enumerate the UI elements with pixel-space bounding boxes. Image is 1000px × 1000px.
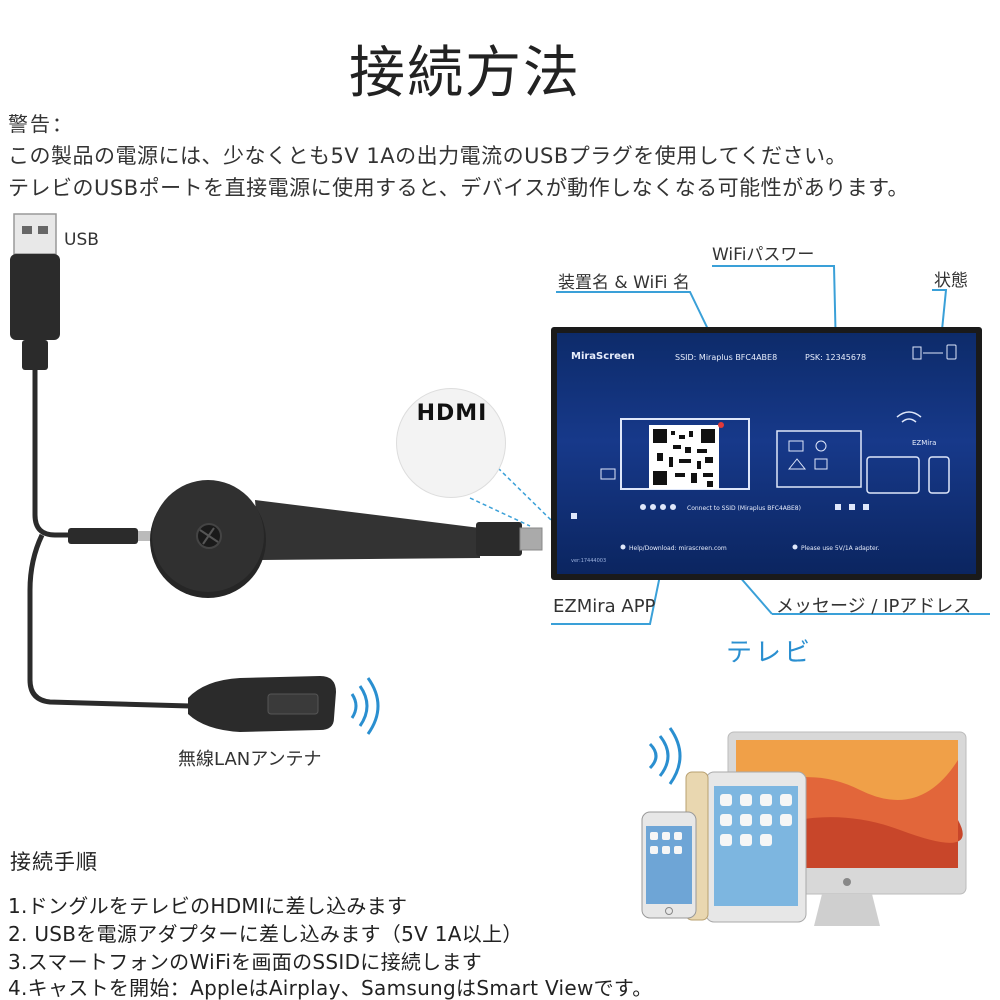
page-title: 接続方法 (349, 41, 581, 106)
tv-screen: MiraScreen SSID: Miraplus BFC4ABE8 PSK: … (557, 333, 976, 574)
device-name-label: 装置名 & WiFi 名 (558, 273, 690, 293)
ezmira-app-label: EZMira APP (553, 596, 656, 617)
tv-label: テレビ (726, 638, 814, 668)
usb-plug-icon (10, 213, 60, 370)
tv-psk: PSK: 12345678 (805, 353, 867, 362)
instruction-step: 2. USBを電源アダプターに差し込みます（5V 1A以上） (8, 922, 523, 946)
tv-version: ver:17444003 (571, 558, 607, 564)
usb-label: USB (64, 230, 99, 250)
status-label: 状態 (934, 271, 968, 291)
wireless-antenna-label: 無線LANアンテナ (178, 749, 322, 770)
warning-text-1: この製品の電源には、少なくとも5V 1Aの出力電流のUSBプラグを使用してくださ… (8, 144, 847, 168)
message-ip-label: メッセージ / IPアドレス (776, 596, 972, 617)
tv-notice-text: Please use 5V/1A adapter. (801, 545, 880, 552)
hdmi-badge: HDMI (396, 388, 506, 498)
wifi-password-label: WiFiパスワー (712, 245, 815, 265)
wifi-antenna-icon (188, 676, 380, 735)
instruction-step: 4.キャストを開始：AppleはAirplay、SamsungはSmart Vi… (8, 976, 653, 1000)
tv-ezmira: EZMira (912, 439, 937, 447)
warning-text-2: テレビのUSBポートを直接電源に使用すると、デバイスが動作しなくなる可能性があり… (8, 176, 910, 200)
instruction-step: 3.スマートフォンのWiFiを画面のSSIDに接続します (8, 950, 483, 974)
tv-connect-text: Connect to SSID (Miraplus BFC4ABE8) (687, 505, 801, 512)
warning-heading: 警告： (8, 112, 74, 136)
tv-ssid: SSID: Miraplus BFC4ABE8 (675, 353, 778, 362)
instruction-step: 1.ドングルをテレビのHDMIに差し込みます (8, 894, 408, 918)
tv-display: MiraScreen SSID: Miraplus BFC4ABE8 PSK: … (551, 327, 982, 580)
tv-screen-graphics (571, 344, 957, 550)
tv-brand: MiraScreen (571, 351, 635, 362)
hdmi-label: HDMI (416, 401, 488, 426)
devices-illustration (641, 727, 967, 926)
tv-help-text: Help/Download: mirascreen.com (629, 545, 727, 552)
instructions-title: 接続手順 (10, 850, 98, 874)
dongle-icon (150, 480, 543, 598)
